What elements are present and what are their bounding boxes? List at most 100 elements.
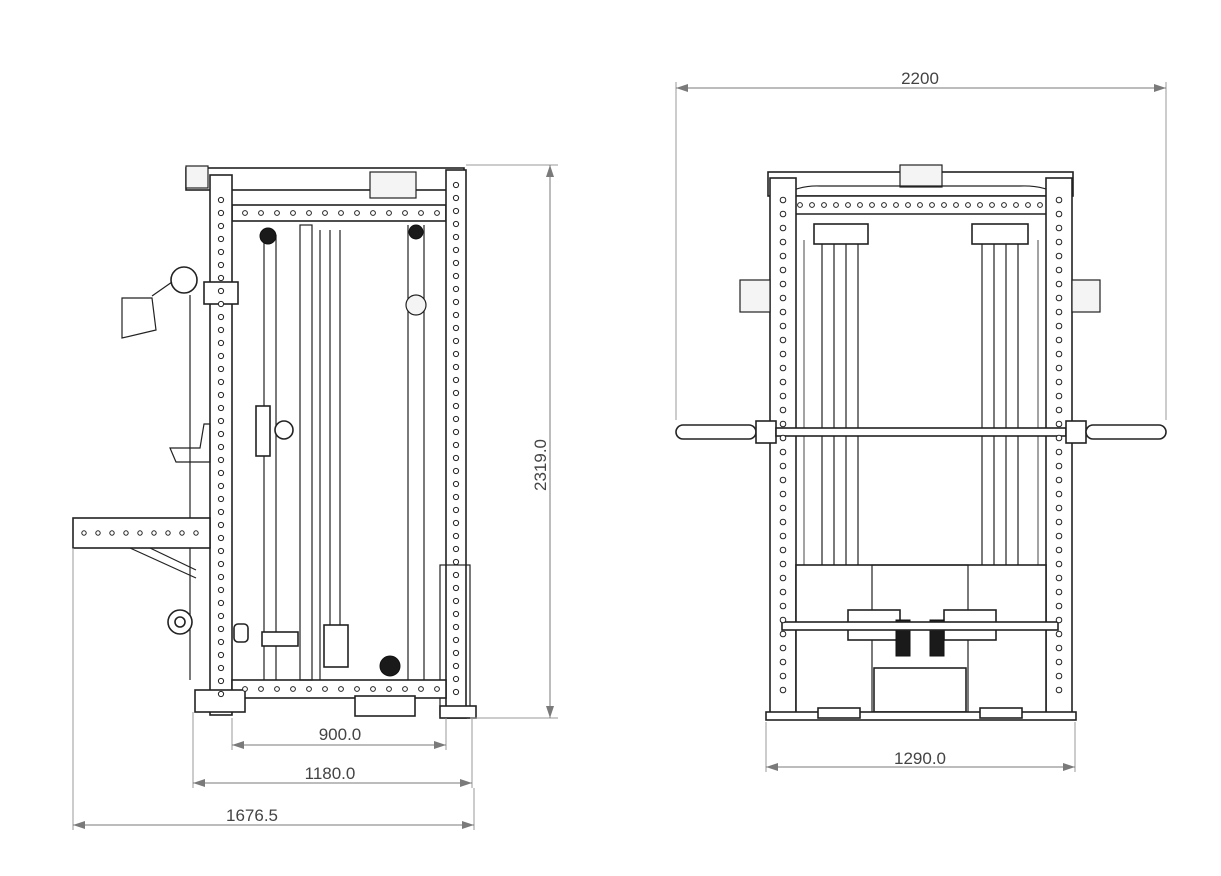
upright-hole xyxy=(452,428,460,436)
upright-hole xyxy=(452,662,460,670)
front-foot-right xyxy=(979,707,1023,719)
upright-hole xyxy=(1055,420,1063,428)
beam-hole xyxy=(857,202,863,208)
upright-hole xyxy=(217,365,225,373)
beam-hole xyxy=(354,210,360,216)
upright-hole xyxy=(779,224,787,232)
side-pin xyxy=(233,623,249,643)
upright-hole xyxy=(452,311,460,319)
upright-hole xyxy=(779,406,787,414)
upright-hole xyxy=(1055,532,1063,540)
front-barbell-shaft xyxy=(775,427,1067,437)
upright-hole xyxy=(217,521,225,529)
upright-hole xyxy=(779,602,787,610)
side-dip-brace-2 xyxy=(149,547,197,571)
arrow-900-right xyxy=(434,741,446,749)
upright-hole xyxy=(1055,238,1063,246)
upright-hole xyxy=(452,402,460,410)
beam-hole xyxy=(917,202,923,208)
beam-hole xyxy=(290,210,296,216)
upright-hole xyxy=(452,610,460,618)
upright-hole xyxy=(452,584,460,592)
beam-hole xyxy=(893,202,899,208)
upright-hole xyxy=(452,389,460,397)
beam-hole xyxy=(821,202,827,208)
front-bracket-right xyxy=(1071,279,1101,313)
side-carriage xyxy=(255,405,271,457)
upright-hole xyxy=(779,238,787,246)
beam-hole xyxy=(258,210,264,216)
upright-hole xyxy=(1055,574,1063,582)
dimension-lines: 2319.0 900.0 1180.0 1676.5 2200 xyxy=(72,69,1167,830)
upright-hole xyxy=(217,573,225,581)
upright-hole xyxy=(1055,504,1063,512)
arrow-1676-left xyxy=(73,821,85,829)
upright-hole xyxy=(452,272,460,280)
upright-hole xyxy=(217,482,225,490)
upright-hole xyxy=(452,688,460,696)
upright-hole xyxy=(217,456,225,464)
side-handle xyxy=(121,297,157,339)
beam-hole xyxy=(1025,202,1031,208)
label-inner-depth: 900.0 xyxy=(319,725,362,744)
upright-hole xyxy=(217,534,225,542)
beam-hole xyxy=(434,210,440,216)
upright-hole xyxy=(452,623,460,631)
upright-hole xyxy=(217,287,225,295)
upright-hole xyxy=(217,625,225,633)
beam-hole xyxy=(941,202,947,208)
arrow-2200-right xyxy=(1154,84,1166,92)
side-pulley-arm xyxy=(170,266,198,294)
upright-hole xyxy=(1055,294,1063,302)
upright-hole xyxy=(452,194,460,202)
beam-hole xyxy=(338,686,344,692)
upright-hole xyxy=(779,588,787,596)
upright-hole xyxy=(452,181,460,189)
upright-hole xyxy=(1055,658,1063,666)
upright-hole xyxy=(779,294,787,302)
side-dip-brace xyxy=(129,547,197,579)
upright-hole xyxy=(1055,224,1063,232)
front-base-box xyxy=(873,667,967,713)
front-base-rail xyxy=(765,711,1077,721)
upright-hole xyxy=(1055,560,1063,568)
upright-hole xyxy=(217,443,225,451)
upright-hole xyxy=(217,248,225,256)
upright-hole xyxy=(1055,210,1063,218)
upright-hole xyxy=(1055,686,1063,694)
label-base-depth: 1180.0 xyxy=(305,764,356,783)
upright-hole xyxy=(779,518,787,526)
arrow-height-top xyxy=(546,165,554,177)
upright-hole xyxy=(452,415,460,423)
upright-hole xyxy=(1055,448,1063,456)
upright-hole xyxy=(452,363,460,371)
upright-hole xyxy=(779,308,787,316)
upright-hole xyxy=(217,508,225,516)
upright-hole xyxy=(452,519,460,527)
upright-hole xyxy=(452,545,460,553)
upright-hole xyxy=(779,574,787,582)
upright-hole xyxy=(779,532,787,540)
upright-hole xyxy=(1055,644,1063,652)
upright-hole xyxy=(217,339,225,347)
beam-hole xyxy=(322,686,328,692)
beam-hole xyxy=(306,686,312,692)
beam-hole xyxy=(306,210,312,216)
upright-hole xyxy=(452,441,460,449)
beam-hole xyxy=(418,686,424,692)
arm-hole xyxy=(95,530,101,536)
upright-hole xyxy=(452,636,460,644)
beam-hole xyxy=(418,210,424,216)
beam-hole xyxy=(1013,202,1019,208)
arm-hole xyxy=(193,530,199,536)
side-top-pulley-plate xyxy=(369,171,417,199)
upright-hole xyxy=(452,597,460,605)
beam-hole xyxy=(354,686,360,692)
upright-hole xyxy=(779,560,787,568)
upright-hole xyxy=(217,261,225,269)
beam-hole xyxy=(809,202,815,208)
arrow-height-bottom xyxy=(546,706,554,718)
arrow-900-left xyxy=(232,741,244,749)
upright-hole xyxy=(217,638,225,646)
upright-hole xyxy=(217,690,225,698)
